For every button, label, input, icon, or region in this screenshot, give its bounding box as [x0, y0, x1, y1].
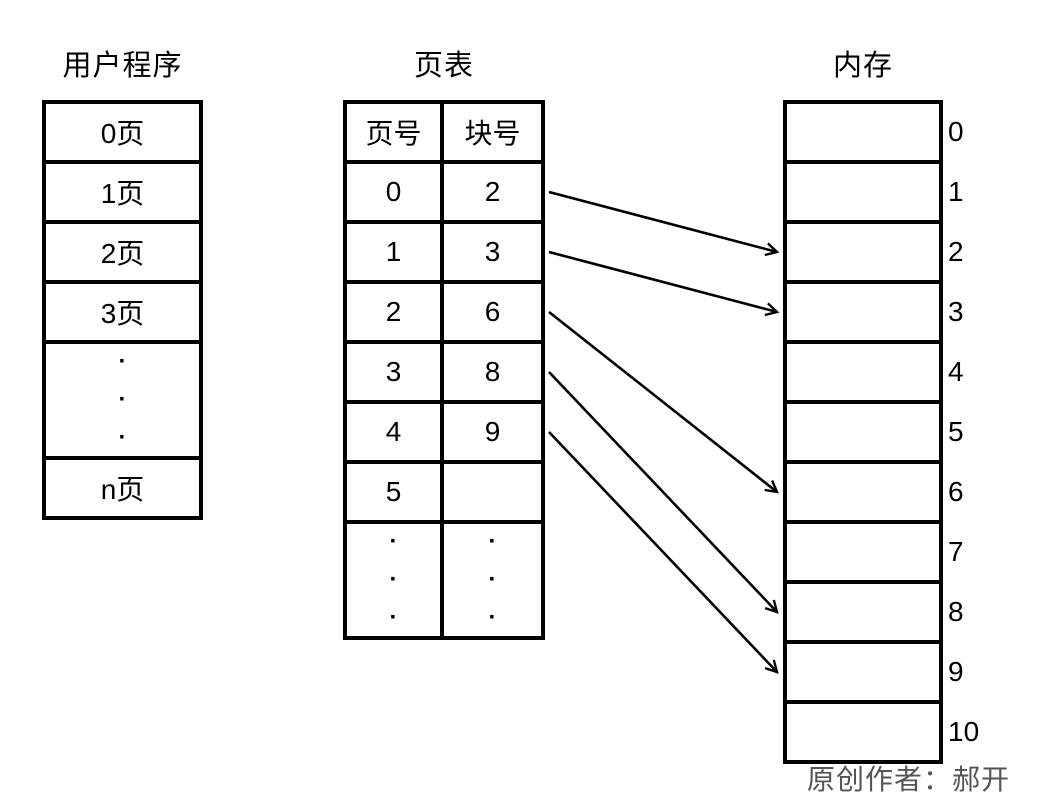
page-table-block-cell: 2 [444, 164, 541, 224]
memory-cell-2: 2 [787, 224, 964, 284]
user-program-cell-n: n页 [100, 474, 145, 505]
memory-block-label: 2 [948, 236, 964, 267]
memory-cell-6: 6 [787, 464, 964, 524]
user-program-cell-0: 0页 [46, 104, 199, 164]
page-table-block-cell: 8 [444, 344, 541, 404]
memory-block-label: 8 [948, 596, 964, 627]
page-table-block-cell: 6 [444, 284, 541, 344]
memory-block-label: 0 [948, 116, 964, 147]
page-table-header-page: 页号 [347, 104, 444, 164]
page-table-page-cell: 4 [347, 404, 444, 464]
page-table-page-cell: 5 [347, 464, 444, 524]
page-table-header-block: 块号 [444, 104, 541, 164]
memory-block-label: 10 [948, 716, 980, 747]
memory-block-label: 4 [948, 356, 964, 387]
memory-cell-3: 3 [787, 284, 964, 344]
memory-title: 内存 [832, 50, 893, 82]
mapping-arrow [548, 431, 779, 674]
memory-block-label: 6 [948, 476, 964, 507]
attribution-text: 原创作者：郝开 [806, 764, 1010, 795]
memory-block-label: 1 [948, 176, 964, 207]
memory-column: 0 1 2 3 4 5 6 7 8 9 10 [783, 100, 979, 764]
user-program-ellipsis-cell: · · · [46, 344, 199, 460]
memory-block-label: 9 [948, 656, 964, 687]
memory-cell-7: 7 [787, 524, 964, 584]
user-program-column: 0页 1页 2页 3页 · · · n页 [42, 100, 203, 520]
memory-block-label: 5 [948, 416, 964, 447]
mapping-arrow [548, 310, 779, 494]
page-table-title: 页表 [413, 50, 474, 82]
page-table-block-cell: 9 [444, 404, 541, 464]
page-table-page-cell: 2 [347, 284, 444, 344]
page-table-block-cell-empty [444, 464, 541, 524]
page-table-block-cell: 3 [444, 224, 541, 284]
memory-cell-1: 1 [787, 164, 964, 224]
mapping-arrow [548, 190, 780, 257]
mapping-arrow [548, 250, 780, 317]
page-table: 页号 块号 0 2 1 3 2 6 3 8 4 9 5 · · · · · · [343, 100, 545, 640]
memory-block-label: 7 [948, 536, 964, 567]
user-program-cell-3: 3页 [46, 284, 199, 344]
user-program-cell-2: 2页 [46, 224, 199, 284]
memory-cell-9: 9 [787, 644, 964, 704]
memory-cell-10: 10 [787, 704, 979, 760]
memory-block-label: 3 [948, 296, 964, 327]
memory-cell-5: 5 [787, 404, 964, 464]
memory-cell-0: 0 [787, 104, 964, 164]
page-table-page-cell: 1 [347, 224, 444, 284]
mapping-arrow [548, 371, 779, 614]
page-table-block-ellipsis-cell: · · · [488, 528, 497, 631]
user-program-cell-1: 1页 [46, 164, 199, 224]
page-table-page-cell: 3 [347, 344, 444, 404]
memory-cell-8: 8 [787, 584, 964, 644]
page-table-page-cell: 0 [347, 164, 444, 224]
user-program-title: 用户程序 [62, 50, 183, 82]
memory-cell-4: 4 [787, 344, 964, 404]
page-table-page-ellipsis-cell: · · · [347, 524, 444, 636]
